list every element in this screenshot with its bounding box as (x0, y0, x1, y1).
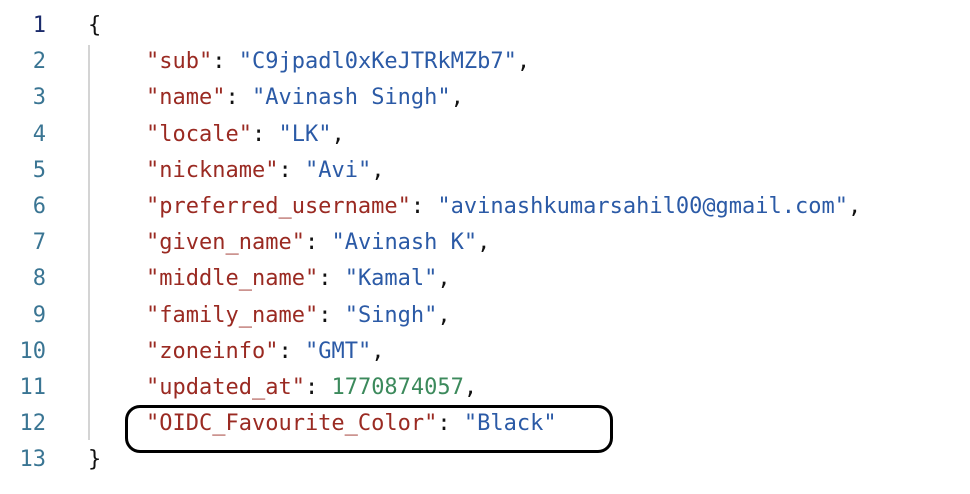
line-number: 5 (32, 157, 46, 183)
json-key: "preferred_username" (146, 194, 411, 220)
code-line-3[interactable]: 3 "name": "Avinash Singh", (0, 80, 970, 116)
json-key: "zoneinfo" (146, 338, 279, 364)
json-key: "middle_name" (146, 266, 319, 292)
code-line-9[interactable]: 9 "family_name": "Singh", (0, 298, 970, 334)
line-number: 7 (32, 230, 46, 256)
line-number: 6 (32, 194, 46, 220)
code-line-13[interactable]: 13 } (0, 442, 970, 478)
line-number: 11 (19, 374, 47, 400)
comma: , (848, 194, 862, 220)
comma: , (463, 374, 478, 400)
json-editor[interactable]: 1 { 2 "sub": "C9jpadl0xKeJTRkMZb7", 3 "name… (0, 8, 970, 478)
code-line-6[interactable]: 6 "preferred_username": "avinashkumarsahi… (0, 189, 970, 225)
colon: : (278, 338, 305, 364)
colon: : (251, 121, 279, 147)
comma: , (437, 266, 451, 292)
colon: : (318, 266, 345, 292)
code-line-1[interactable]: 1 { (0, 8, 970, 44)
colon: : (437, 411, 464, 437)
json-value: "Kamal" (344, 266, 438, 292)
json-key: "nickname" (146, 157, 279, 183)
json-key: "family_name" (146, 302, 319, 328)
code-line-12[interactable]: 12 "OIDC_Favourite_Color": "Black" (0, 406, 970, 442)
json-value: "Black" (463, 411, 557, 437)
json-key: "given_name" (146, 230, 305, 256)
code-line-8[interactable]: 8 "middle_name": "Kamal", (0, 261, 970, 297)
json-value: "LK" (278, 121, 332, 147)
json-value: "Avinash Singh" (251, 85, 451, 111)
value-text: Singh (357, 302, 425, 328)
indent-guide (88, 45, 90, 440)
open-brace: { (88, 13, 102, 39)
comma: , (477, 230, 491, 256)
value-text: Kamal (357, 266, 425, 292)
colon: : (410, 194, 438, 220)
line-number: 1 (32, 13, 46, 39)
json-key: "name" (146, 85, 226, 111)
json-value: "Singh" (344, 302, 438, 328)
value-text: Avinash Singh (265, 85, 438, 111)
code-line-10[interactable]: 10 "zoneinfo": "GMT", (0, 334, 970, 370)
comma: , (331, 121, 345, 147)
comma: , (371, 338, 385, 364)
colon: : (304, 230, 332, 256)
line-number: 2 (32, 49, 46, 75)
line-number: 10 (19, 338, 47, 364)
comma: , (371, 157, 385, 183)
value-text: 1770874057 (331, 374, 464, 400)
code-line-2[interactable]: 2 "sub": "C9jpadl0xKeJTRkMZb7", (0, 44, 970, 80)
json-key: "locale" (146, 121, 252, 147)
colon: : (212, 49, 239, 75)
line-number: 12 (19, 411, 47, 437)
json-key: "sub" (146, 49, 213, 75)
value-text: avinashkumarsahil00@gmail (450, 194, 782, 220)
json-value: "Avi" (304, 157, 372, 183)
colon: : (225, 85, 252, 111)
line-number: 13 (19, 447, 47, 473)
colon: : (304, 374, 332, 400)
value-text: Avi (318, 157, 358, 183)
colon: : (318, 302, 345, 328)
json-value: "Avinash K" (331, 230, 478, 256)
comma: , (437, 302, 451, 328)
json-key: "OIDC_Favourite_Color" (146, 411, 438, 437)
json-value: "avinashkumarsahil00@gmail.com" (437, 194, 849, 220)
colon: : (278, 157, 305, 183)
close-brace: } (88, 447, 102, 473)
code-line-5[interactable]: 5 "nickname": "Avi", (0, 153, 970, 189)
line-number: 4 (32, 121, 46, 147)
json-key: "updated_at" (146, 374, 305, 400)
value-text: GMT (318, 338, 358, 364)
value-text: Avinash K (344, 230, 464, 256)
line-number: 3 (32, 85, 46, 111)
json-value: "GMT" (304, 338, 372, 364)
comma: , (450, 85, 464, 111)
value-text: Black (477, 411, 544, 437)
comma: , (516, 49, 531, 75)
json-value: "C9jpadl0xKeJTRkMZb7" (238, 49, 517, 75)
json-value: 1770874057 (331, 370, 463, 406)
value-text: LK (291, 121, 319, 147)
code-line-7[interactable]: 7 "given_name": "Avinash K", (0, 225, 970, 261)
line-number: 9 (32, 302, 46, 328)
value-suffix: .com (781, 194, 835, 220)
line-number: 8 (32, 266, 46, 292)
code-line-11[interactable]: 11 "updated_at": 1770874057, (0, 370, 970, 406)
code-line-4[interactable]: 4 "locale": "LK", (0, 117, 970, 153)
value-text: C9jpadl0xKeJTRkMZb7 (251, 49, 504, 75)
